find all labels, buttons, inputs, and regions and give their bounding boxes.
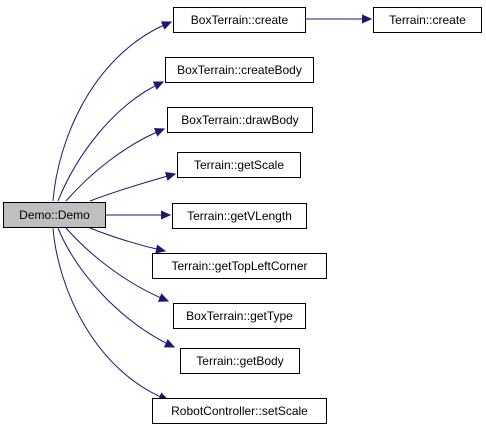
node-label: RobotController::setScale: [171, 404, 308, 418]
node-box: [180, 348, 300, 374]
node-root[interactable]: Demo::Demo: [3, 202, 106, 228]
node-bt-getType[interactable]: BoxTerrain::getType: [173, 303, 306, 329]
node-rc-setScale[interactable]: RobotController::setScale: [152, 398, 327, 424]
node-box: [173, 7, 306, 33]
node-t-getVLength[interactable]: Terrain::getVLength: [172, 203, 307, 229]
node-bt-createBody[interactable]: BoxTerrain::createBody: [165, 57, 314, 83]
node-t-getBody[interactable]: Terrain::getBody: [180, 348, 300, 374]
node-label: BoxTerrain::createBody: [177, 63, 302, 77]
node-t-getScale[interactable]: Terrain::getScale: [177, 152, 301, 178]
node-label: BoxTerrain::getType: [186, 309, 293, 323]
node-box: [167, 107, 313, 133]
node-box: [177, 152, 301, 178]
node-label: BoxTerrain::create: [191, 13, 289, 27]
node-bt-drawBody[interactable]: BoxTerrain::drawBody: [167, 107, 313, 133]
node-bt-create[interactable]: BoxTerrain::create: [173, 7, 306, 33]
edge-root-to-rc_setScale: [52, 227, 168, 400]
node-box: [173, 303, 306, 329]
node-box: [3, 202, 106, 228]
node-label: Demo::Demo: [19, 208, 90, 222]
edge-root-to-bt_drawBody: [65, 129, 164, 202]
node-box: [165, 57, 314, 83]
edge-root-to-bt_create: [52, 22, 171, 202]
node-box: [373, 7, 482, 33]
node-box: [152, 398, 327, 424]
node-label: BoxTerrain::drawBody: [181, 113, 298, 127]
node-label: Terrain::create: [389, 13, 466, 27]
edge-root-to-bt_getType: [65, 227, 168, 301]
edge-root-to-t_getBody: [57, 227, 174, 347]
node-box: [172, 203, 307, 229]
edge-root-to-t_getTopLeftCorner: [89, 227, 165, 251]
node-t-create[interactable]: Terrain::create: [373, 7, 482, 33]
node-label: Terrain::getBody: [196, 354, 283, 368]
node-t-getTopLeftCorner[interactable]: Terrain::getTopLeftCorner: [152, 253, 327, 279]
node-label: Terrain::getScale: [194, 158, 284, 172]
edge-root-to-bt_createBody: [57, 82, 163, 202]
edge-root-to-t_getScale: [89, 174, 175, 202]
node-box: [152, 253, 327, 279]
node-label: Terrain::getVLength: [187, 209, 292, 223]
node-label: Terrain::getTopLeftCorner: [171, 259, 307, 273]
